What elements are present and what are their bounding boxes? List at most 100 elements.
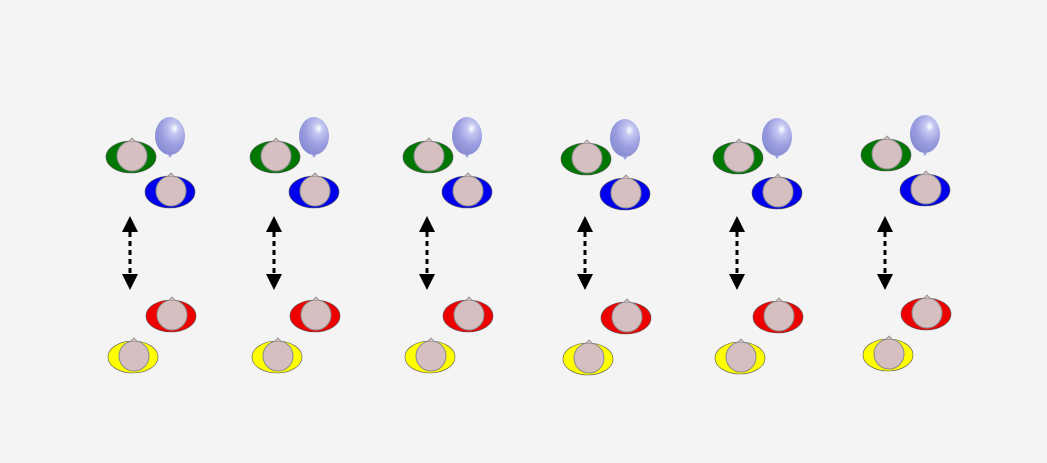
double-arrow-6-head-up (877, 216, 893, 232)
person-red-5-nose (775, 297, 783, 302)
person-blue-5-nose (774, 173, 782, 178)
balloon-1 (155, 117, 185, 158)
person-red-4-head (611, 301, 643, 333)
person-red-3 (442, 296, 494, 333)
person-blue-3-head (452, 175, 484, 207)
person-green-3-nose (425, 137, 433, 142)
person-yellow-2-head (262, 340, 294, 372)
person-yellow-2 (251, 337, 303, 374)
person-blue-2 (288, 172, 340, 209)
double-arrow-5-head-down (729, 274, 745, 290)
group-5 (712, 118, 804, 375)
person-green-3-head (413, 140, 445, 172)
balloon-6-knot (923, 153, 927, 156)
person-green-4-head (571, 142, 603, 174)
person-red-3-nose (465, 296, 473, 301)
person-yellow-1-head (118, 340, 150, 372)
person-red-1 (145, 296, 197, 333)
person-blue-6-head (910, 173, 942, 205)
double-arrow-2-head-up (266, 216, 282, 232)
person-red-5-head (763, 300, 795, 332)
person-blue-4-head (610, 177, 642, 209)
balloon-2 (299, 117, 329, 158)
person-green-5 (712, 138, 764, 175)
balloon-2-body (299, 117, 329, 155)
person-red-4 (600, 298, 652, 335)
person-red-6-nose (923, 294, 931, 299)
balloon-6 (910, 115, 940, 156)
balloon-1-knot (168, 155, 172, 158)
person-green-4-nose (583, 139, 591, 144)
person-red-6 (900, 294, 952, 331)
person-blue-4 (599, 174, 651, 211)
person-green-5-head (723, 141, 755, 173)
double-arrow-2 (266, 216, 282, 290)
balloon-6-body (910, 115, 940, 153)
double-arrow-1-head-down (122, 274, 138, 290)
balloon-1-body (155, 117, 185, 155)
person-green-3 (402, 137, 454, 174)
person-yellow-4-nose (585, 339, 593, 344)
balloon-3 (452, 117, 482, 158)
person-blue-2-head (299, 175, 331, 207)
balloon-3-body (452, 117, 482, 155)
person-yellow-5-nose (737, 338, 745, 343)
person-yellow-4-head (573, 342, 605, 374)
person-red-1-head (156, 299, 188, 331)
person-yellow-6-nose (885, 335, 893, 340)
person-yellow-5-head (725, 341, 757, 373)
double-arrow-3 (419, 216, 435, 290)
person-green-2-head (260, 140, 292, 172)
balloon-5-knot (775, 156, 779, 159)
double-arrow-6-head-down (877, 274, 893, 290)
groups-layer (105, 115, 952, 376)
balloon-4 (610, 119, 640, 160)
balloon-4-body (610, 119, 640, 157)
double-arrow-1 (122, 216, 138, 290)
double-arrow-6 (877, 216, 893, 290)
double-arrow-1-head-up (122, 216, 138, 232)
person-red-5 (752, 297, 804, 334)
group-4 (560, 119, 652, 376)
double-arrow-5-head-up (729, 216, 745, 232)
person-yellow-1 (107, 337, 159, 374)
person-yellow-6-head (873, 338, 905, 370)
person-blue-6-nose (922, 170, 930, 175)
person-green-1 (105, 137, 157, 174)
person-green-6-nose (883, 135, 891, 140)
person-yellow-2-nose (274, 337, 282, 342)
person-yellow-3 (404, 337, 456, 374)
balloon-2-knot (312, 155, 316, 158)
person-blue-6 (899, 170, 951, 207)
person-red-3-head (453, 299, 485, 331)
person-green-6-head (871, 138, 903, 170)
double-arrow-3-head-up (419, 216, 435, 232)
double-arrow-2-head-down (266, 274, 282, 290)
person-yellow-3-nose (427, 337, 435, 342)
person-blue-1 (144, 172, 196, 209)
person-blue-1-head (155, 175, 187, 207)
person-green-6 (860, 135, 912, 172)
group-1 (105, 117, 197, 374)
double-arrow-4-head-down (577, 274, 593, 290)
balloon-4-knot (623, 157, 627, 160)
person-yellow-6 (862, 335, 914, 372)
person-yellow-3-head (415, 340, 447, 372)
double-arrow-4-head-up (577, 216, 593, 232)
person-blue-3-nose (464, 172, 472, 177)
person-green-1-head (116, 140, 148, 172)
person-red-2-nose (312, 296, 320, 301)
person-green-1-nose (128, 137, 136, 142)
double-arrow-3-head-down (419, 274, 435, 290)
person-red-2 (289, 296, 341, 333)
person-blue-2-nose (311, 172, 319, 177)
person-green-2-nose (272, 137, 280, 142)
balloon-5 (762, 118, 792, 159)
person-blue-1-nose (167, 172, 175, 177)
person-blue-3 (441, 172, 493, 209)
double-arrow-5 (729, 216, 745, 290)
person-green-5-nose (735, 138, 743, 143)
person-green-2 (249, 137, 301, 174)
person-yellow-4 (562, 339, 614, 376)
